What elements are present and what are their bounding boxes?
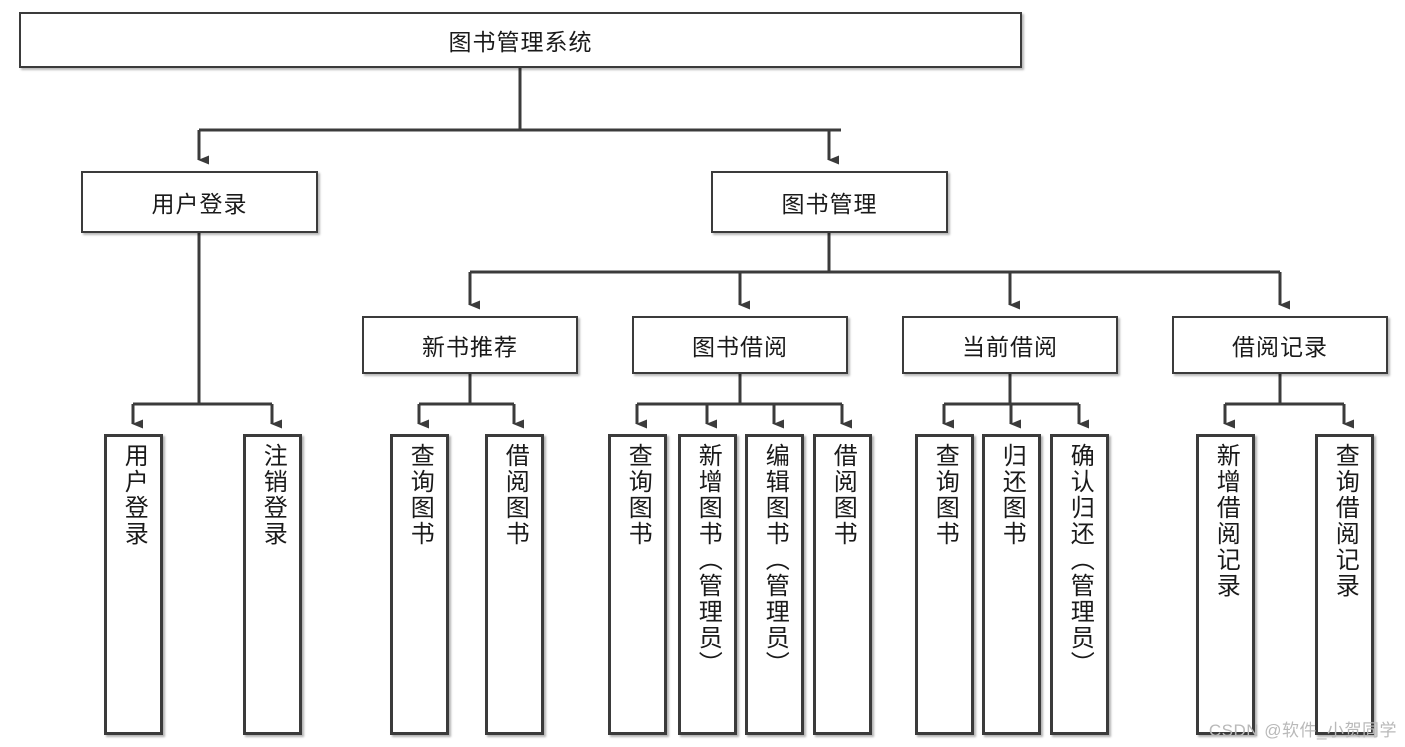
leaf-query-book-borrow[interactable]: 查询图书: [608, 434, 667, 735]
node-root[interactable]: 图书管理系统: [19, 12, 1022, 68]
leaf-edit-book-admin-label: 编辑图书（管理员）: [761, 443, 789, 677]
node-new-book-recommend-label: 新书推荐: [422, 334, 518, 360]
node-borrow-record[interactable]: 借阅记录: [1172, 316, 1388, 374]
leaf-user-logout[interactable]: 注销登录: [243, 434, 302, 735]
leaf-add-book-admin[interactable]: 新增图书（管理员）: [678, 434, 737, 735]
leaf-confirm-return-admin-label: 确认归还（管理员）: [1066, 443, 1094, 677]
leaf-borrow-book-rec[interactable]: 借阅图书: [485, 434, 544, 735]
leaf-user-logout-label: 注销登录: [259, 443, 287, 547]
leaf-borrow-book-label: 借阅图书: [829, 443, 857, 547]
leaf-query-borrow-record-label: 查询借阅记录: [1331, 443, 1359, 599]
leaf-query-book-current-label: 查询图书: [931, 443, 959, 547]
leaf-add-borrow-record[interactable]: 新增借阅记录: [1196, 434, 1255, 735]
csdn-watermark: CSDN @软件_小贺同学: [1208, 721, 1397, 740]
node-book-manage-label: 图书管理: [781, 191, 878, 217]
leaf-user-login-label: 用户登录: [120, 443, 148, 547]
leaf-query-book-rec-label: 查询图书: [406, 443, 434, 547]
leaf-add-book-admin-label: 新增图书（管理员）: [694, 443, 722, 677]
node-user-login[interactable]: 用户登录: [81, 171, 318, 233]
leaf-return-book[interactable]: 归还图书: [982, 434, 1041, 735]
node-borrow-record-label: 借阅记录: [1232, 334, 1328, 360]
leaf-add-borrow-record-label: 新增借阅记录: [1212, 443, 1240, 599]
leaf-borrow-book[interactable]: 借阅图书: [813, 434, 872, 735]
node-new-book-recommend[interactable]: 新书推荐: [362, 316, 578, 374]
node-book-manage[interactable]: 图书管理: [711, 171, 948, 233]
node-book-borrow-label: 图书借阅: [692, 334, 788, 360]
leaf-user-login[interactable]: 用户登录: [104, 434, 163, 735]
leaf-borrow-book-rec-label: 借阅图书: [501, 443, 529, 547]
node-user-login-label: 用户登录: [151, 191, 248, 217]
node-current-borrow[interactable]: 当前借阅: [902, 316, 1118, 374]
leaf-query-book-borrow-label: 查询图书: [624, 443, 652, 547]
leaf-query-book-rec[interactable]: 查询图书: [390, 434, 449, 735]
node-current-borrow-label: 当前借阅: [962, 334, 1058, 360]
leaf-query-borrow-record[interactable]: 查询借阅记录: [1315, 434, 1374, 735]
leaf-query-book-current[interactable]: 查询图书: [915, 434, 974, 735]
leaf-return-book-label: 归还图书: [998, 443, 1026, 547]
leaf-confirm-return-admin[interactable]: 确认归还（管理员）: [1050, 434, 1109, 735]
node-book-borrow[interactable]: 图书借阅: [632, 316, 848, 374]
leaf-edit-book-admin[interactable]: 编辑图书（管理员）: [745, 434, 804, 735]
node-root-label: 图书管理系统: [448, 29, 593, 55]
